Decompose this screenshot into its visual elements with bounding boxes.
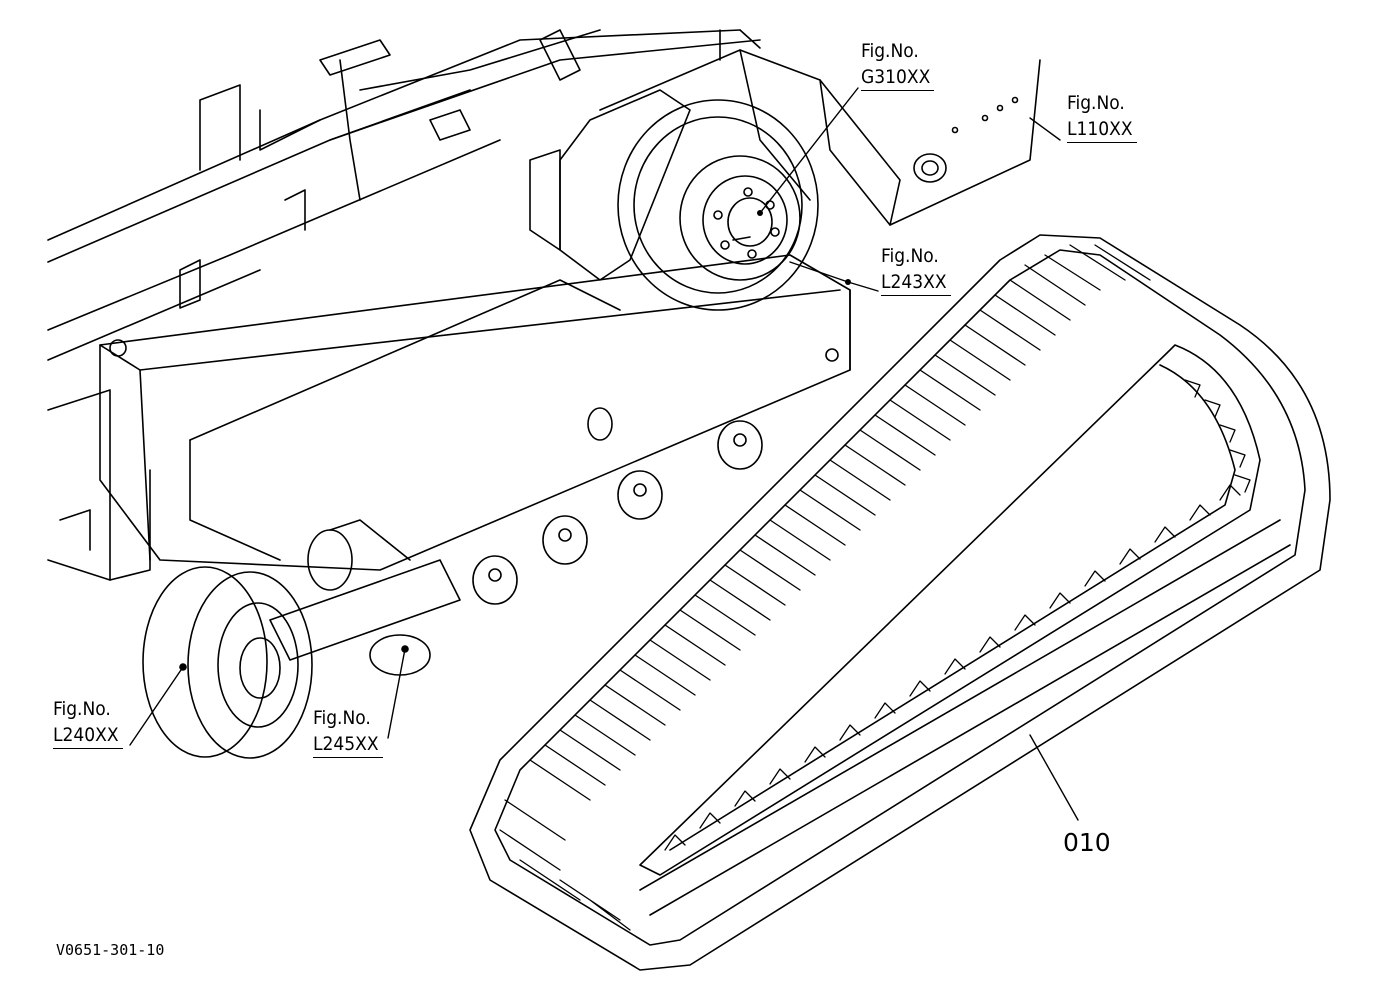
- leader-l245: [387, 648, 406, 739]
- leader-lines: [129, 87, 1079, 821]
- callout-l243-figno: L243XX: [881, 269, 951, 296]
- callout-l243: Fig.No. L243XX: [881, 243, 951, 296]
- leader-g310: [759, 87, 859, 214]
- track-frame: [99, 254, 851, 661]
- callout-g310: Fig.No. G310XX: [861, 38, 935, 91]
- callout-l240: Fig.No. L240XX: [53, 696, 123, 749]
- rubber-track: [469, 234, 1331, 971]
- callout-l243-caption: Fig.No.: [881, 245, 939, 267]
- leader-l110: [1029, 117, 1061, 141]
- leader-l243: [847, 281, 879, 292]
- part-number-label: 010: [1063, 828, 1111, 857]
- callout-l245-caption: Fig.No.: [313, 707, 371, 729]
- callout-g310-figno: G310XX: [861, 64, 935, 91]
- drive-motor-sprocket: [529, 89, 819, 311]
- callout-l240-caption: Fig.No.: [53, 698, 111, 720]
- callout-l110: Fig.No. L110XX: [1067, 90, 1137, 143]
- callout-l110-caption: Fig.No.: [1067, 92, 1125, 114]
- leader-010: [1029, 734, 1079, 821]
- bottom-roller: [369, 634, 431, 676]
- callout-l245-figno: L245XX: [313, 731, 383, 758]
- front-idler-wheel: [142, 566, 313, 759]
- leader-l240: [129, 666, 184, 746]
- callout-g310-caption: Fig.No.: [861, 40, 919, 62]
- drawing-number: V0651-301-10: [56, 941, 165, 959]
- machine-frame: [47, 29, 1041, 581]
- callout-l245: Fig.No. L245XX: [313, 705, 383, 758]
- callout-l240-figno: L240XX: [53, 722, 123, 749]
- callout-l110-figno: L110XX: [1067, 116, 1137, 143]
